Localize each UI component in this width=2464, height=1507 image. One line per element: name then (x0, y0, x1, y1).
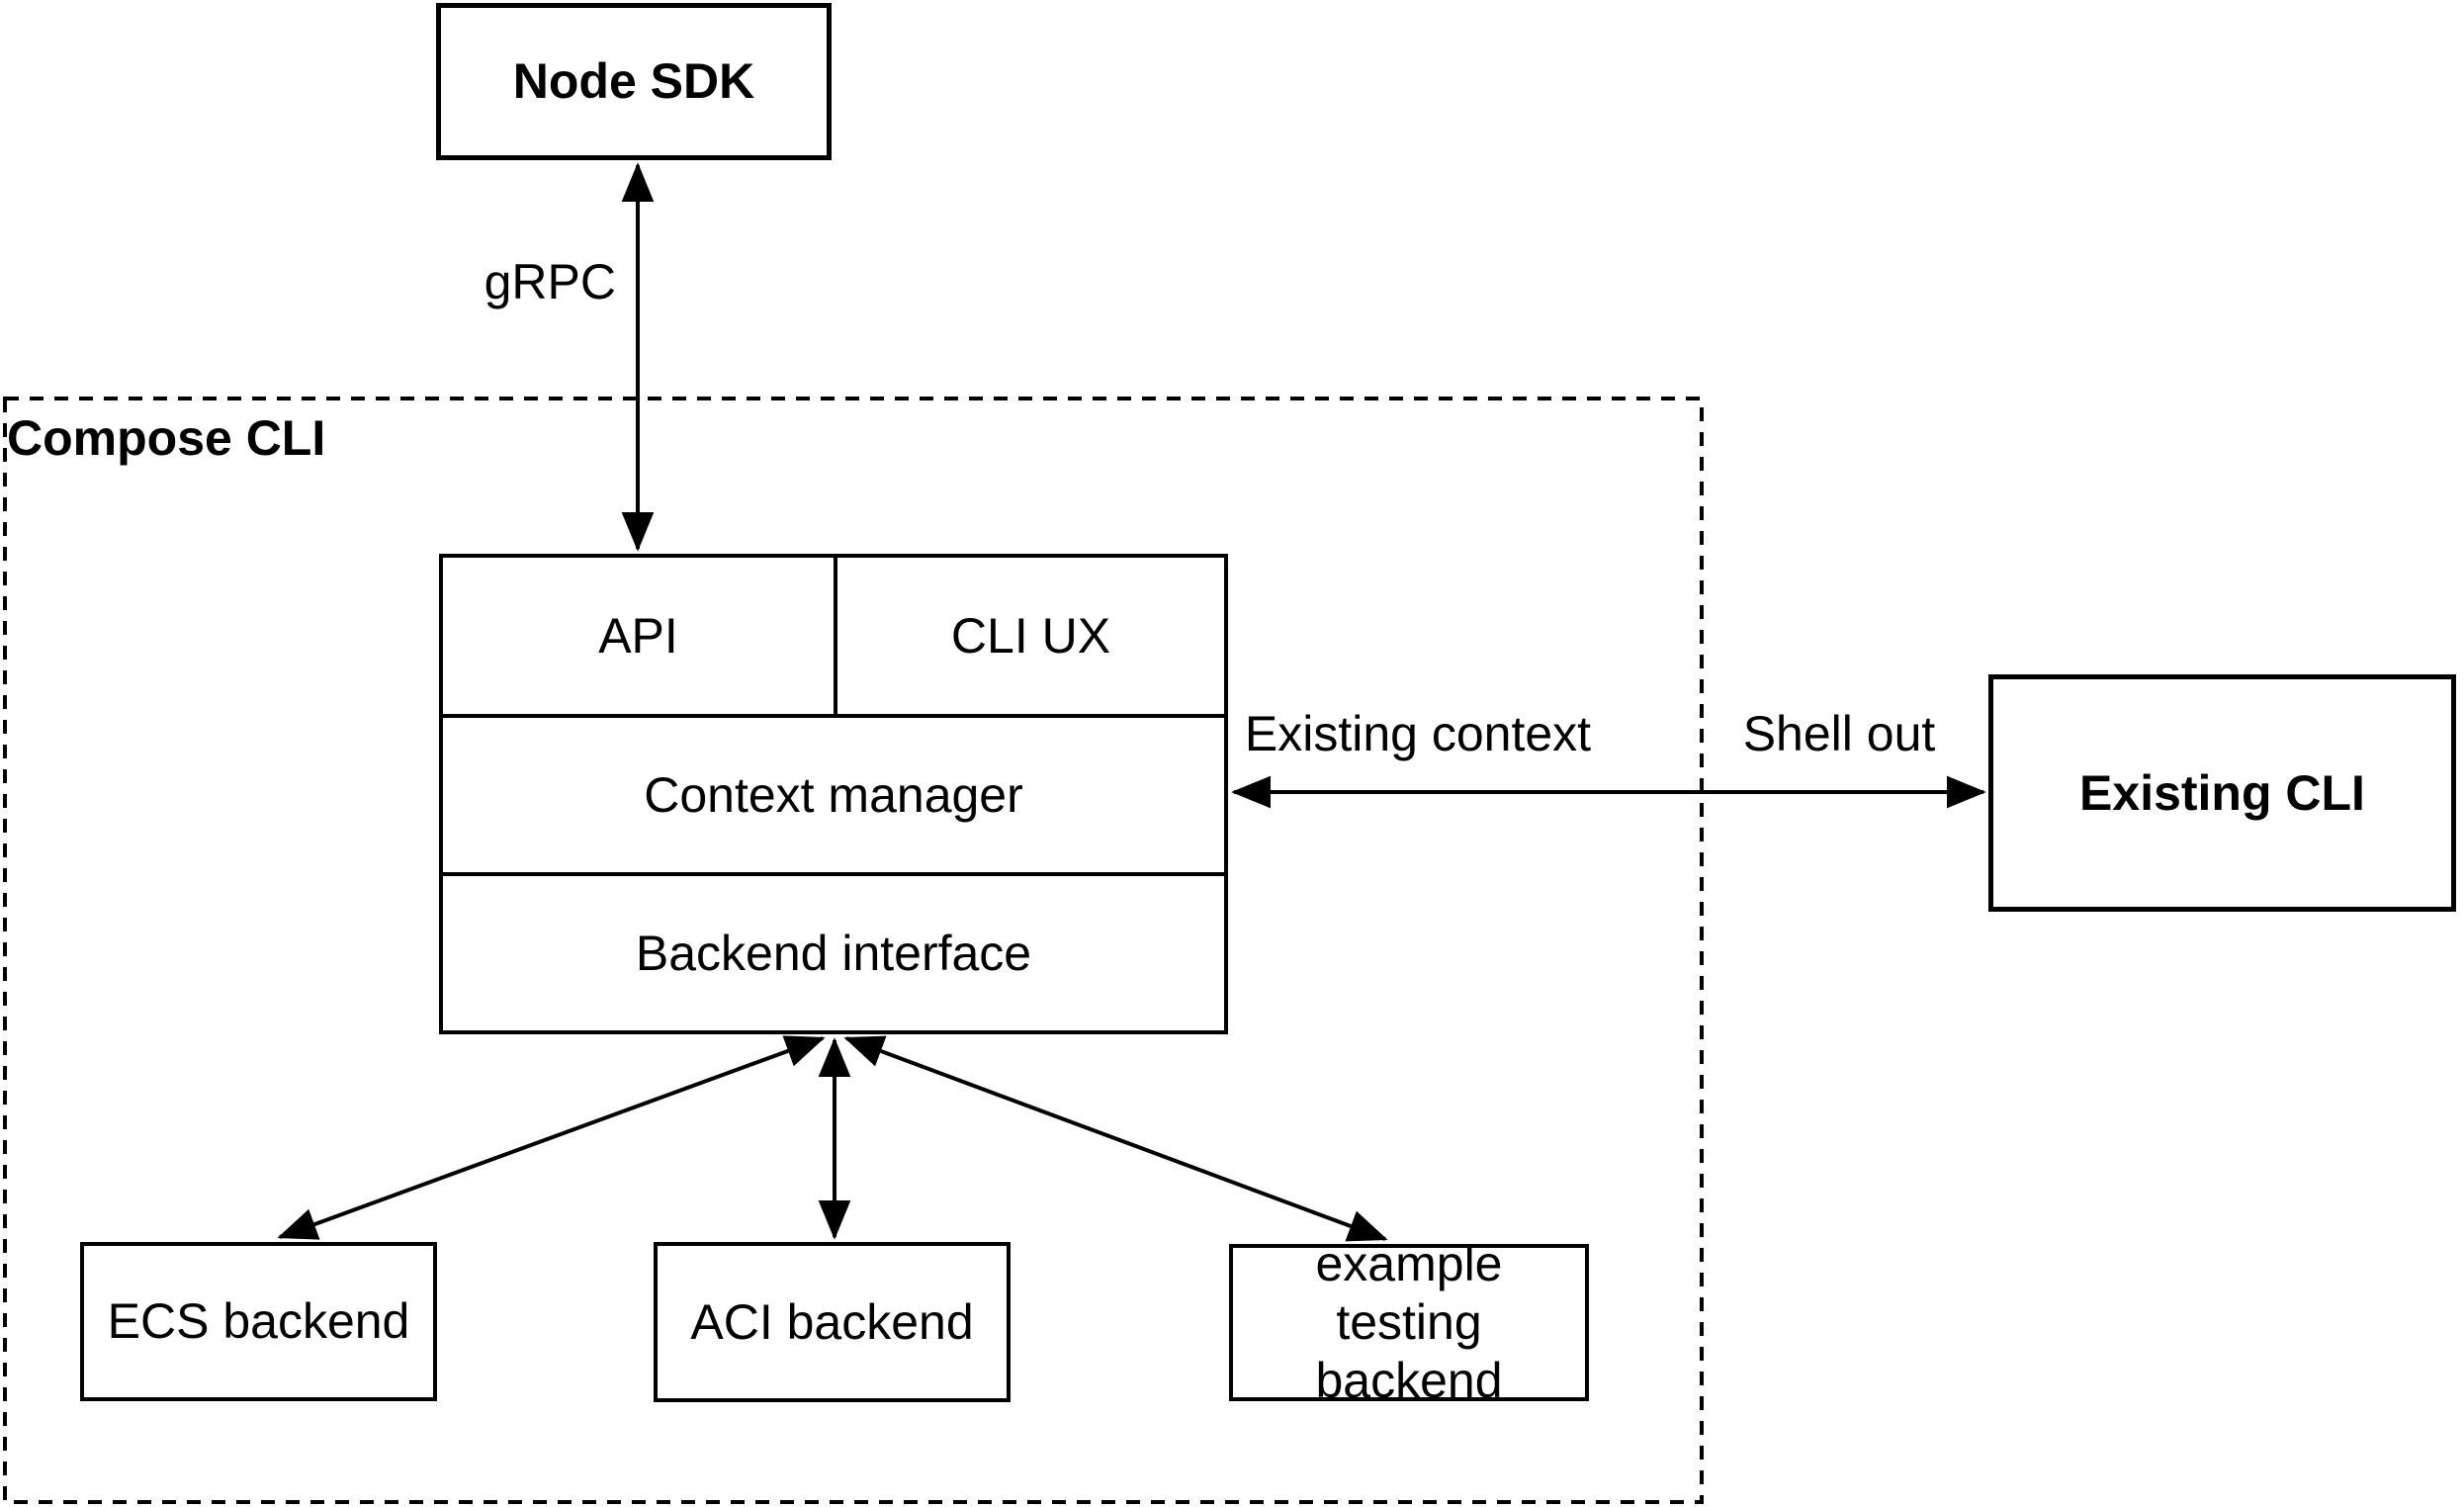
cli-ux-cell: CLI UX (837, 558, 1224, 714)
aci-backend-box: ACI backend (654, 1242, 1011, 1402)
compose-cli-label: Compose CLI (7, 410, 326, 466)
ecs-backend-box: ECS backend (80, 1242, 437, 1401)
context-manager-cell: Context manager (443, 718, 1224, 872)
example-testing-backend-label: example testing backend (1315, 1236, 1503, 1408)
aci-backend-label: ACI backend (690, 1293, 974, 1350)
shell-out-label: Shell out (1742, 706, 1936, 761)
existing-cli-box: Existing CLI (1988, 674, 2456, 912)
backend-interface-cell: Backend interface (443, 876, 1224, 1030)
context-manager-label: Context manager (644, 766, 1023, 823)
api-label: API (598, 607, 678, 664)
backend-interface-label: Backend interface (635, 925, 1032, 981)
backend-ecs-arrow (277, 1035, 826, 1240)
node-sdk-label: Node SDK (512, 53, 755, 109)
node-sdk-box: Node SDK (436, 3, 832, 160)
grpc-label: gRPC (484, 254, 616, 310)
cli-ux-label: CLI UX (950, 607, 1111, 664)
api-cell: API (443, 558, 834, 714)
existing-cli-label: Existing CLI (2079, 764, 2365, 821)
example-testing-backend-box: example testing backend (1229, 1236, 1589, 1408)
ecs-backend-label: ECS backend (107, 1293, 410, 1349)
compose-cli-core-box: API CLI UX Context manager Backend inter… (439, 554, 1228, 1034)
backend-example-arrow (843, 1035, 1388, 1242)
existing-context-label: Existing context (1244, 706, 1592, 761)
